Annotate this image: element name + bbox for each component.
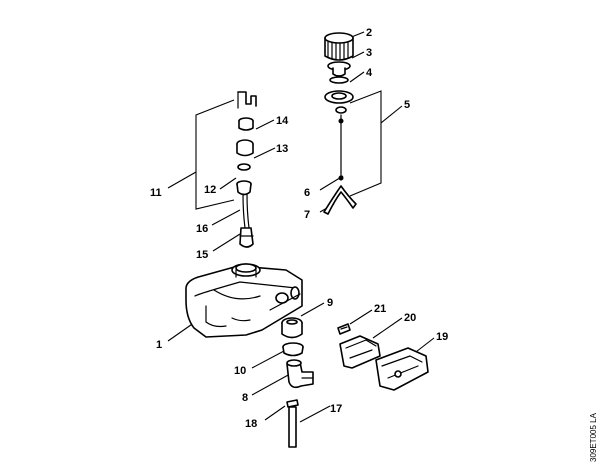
leader-line-9 [300,302,325,317]
callout-9: 9 [327,297,333,309]
leader-line-13 [253,147,276,159]
leader-line-14 [255,119,275,130]
callout-20: 20 [404,312,416,324]
part-ring [335,106,347,114]
leader-line-3 [351,51,365,59]
part-elbow-fitting [286,359,314,389]
callout-7: 7 [304,209,310,221]
callout-4: 4 [366,67,373,79]
part-pickup-body [239,227,254,248]
part-bracket-19 [375,347,429,391]
callout-8: 8 [242,392,248,404]
part-washer-14 [238,117,254,131]
leader-line-20 [372,317,403,339]
leader-line-15 [212,233,241,252]
leader-line-4 [349,71,365,83]
part-gasket [324,90,354,104]
part-retainer [327,61,351,84]
part-hose-clamp [286,399,299,408]
leader-bracket-5 [349,90,382,197]
part-spacer [237,163,251,171]
callout-13: 13 [276,143,288,155]
callout-11: 11 [150,187,162,199]
callout-18: 18 [245,418,257,430]
part-grommet [281,317,303,339]
callout-14: 14 [276,115,289,127]
callout-3: 3 [366,47,372,59]
leader-line-17 [299,405,331,423]
callout-1: 1 [156,339,162,351]
leader-line-11 [167,171,197,189]
part-cord [338,114,344,181]
leader-line-16 [211,209,241,226]
leader-line-5 [380,105,403,124]
part-screw [337,323,351,335]
callout-17: 17 [330,403,342,415]
leader-line-21 [349,309,373,325]
part-vent-cap [237,91,257,109]
part-tank-cap [324,32,354,61]
callout-19: 19 [436,331,448,343]
leader-line-8 [251,373,291,396]
part-tube [288,406,297,448]
callout-12: 12 [204,184,216,196]
callout-6: 6 [304,187,310,199]
leader-line-18 [264,405,286,421]
part-hose [242,193,250,229]
callout-21: 21 [374,303,386,315]
part-seal-12 [236,180,252,196]
part-bracket-20 [339,335,381,369]
leader-line-12 [219,177,237,190]
part-seal-10 [282,342,304,357]
part-clip [323,185,357,215]
callout-5: 5 [404,99,410,111]
leader-lines [167,31,435,423]
leader-bracket-11 [195,99,235,210]
part-nut-13 [236,139,254,157]
callout-15: 15 [196,249,208,261]
callout-16: 16 [196,223,208,235]
callout-2: 2 [366,27,372,39]
part-fuel-tank [185,263,303,338]
callout-numbers: 2 3 4 5 14 13 11 12 6 7 16 15 9 21 20 1 … [150,27,448,430]
leader-line-10 [251,350,285,369]
drawing-code: 309ET005 LA [589,412,598,462]
callout-10: 10 [234,365,246,377]
